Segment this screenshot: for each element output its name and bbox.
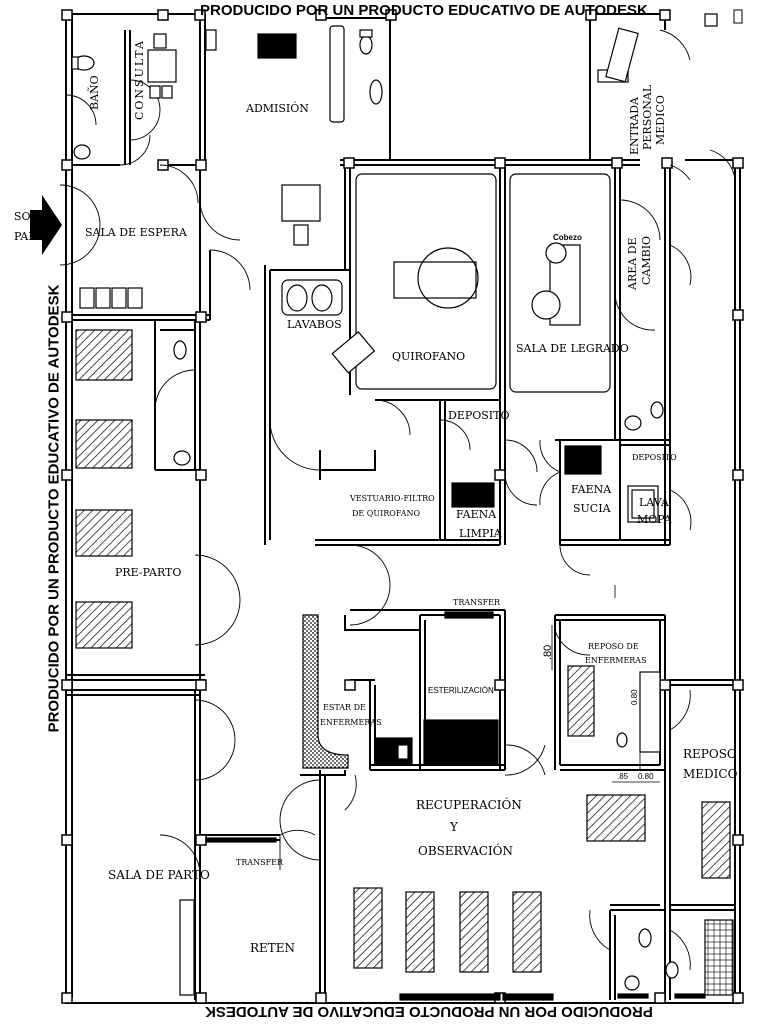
- dim-080: 0.80: [630, 689, 639, 705]
- room-consulta: CONSULTA: [133, 39, 146, 120]
- label-transfer-2: TRANSFER: [236, 858, 284, 867]
- room-lavabos: LAVABOS: [287, 318, 342, 331]
- room-sala-legrado: SALA DE LEGRADO: [516, 342, 629, 355]
- nurse-counter: [302, 614, 349, 769]
- room-vestuario-1: VESTUARIO-FILTRO: [350, 494, 435, 503]
- room-faena-sucia-1: FAENA: [571, 483, 612, 496]
- room-area-cambio-1: AREA DE: [626, 237, 639, 290]
- room-sala-espera: SALA DE ESPERA: [85, 226, 187, 239]
- walls: [65, 13, 741, 1004]
- room-reposo-enf-2: ENFERMERAS: [585, 656, 647, 665]
- room-entrada-1: ENTRADA: [628, 97, 641, 155]
- room-bano: BAÑO: [88, 75, 101, 110]
- room-quirofano: QUIROFANO: [392, 350, 466, 363]
- room-faena-sucia-2: SUCIA: [573, 502, 611, 515]
- fixtures: [71, 13, 734, 1001]
- label-cobezo: Cobezo: [553, 233, 582, 242]
- room-lava-mopa-2: MOPA: [637, 513, 672, 526]
- watermark-left: PRODUCIDO POR UN PRODUCTO EDUCATIVO DE A…: [45, 284, 63, 733]
- room-deposito-1: DEPOSITO: [448, 409, 510, 422]
- room-vestuario-2: DE QUIROFANO: [352, 509, 421, 518]
- room-deposito-2: DEPOSITO: [632, 453, 677, 462]
- corner-mark: [733, 9, 743, 24]
- room-recuperacion-1: RECUPERACIÓN: [416, 798, 522, 812]
- room-sala-parto: SALA DE PARTO: [108, 868, 210, 882]
- label-transfer-1: TRANSFER: [453, 598, 501, 607]
- dimension-lines: [551, 585, 660, 783]
- beds: [75, 329, 731, 973]
- ingreso-2: PAL: [14, 230, 36, 243]
- room-reten: RETEN: [250, 941, 296, 955]
- dim-080-2: 0.80: [638, 772, 654, 781]
- entrance-arrow-icon: [30, 195, 62, 255]
- room-pre-parto: PRE-PARTO: [115, 566, 182, 579]
- watermark-top: PRODUCIDO POR UN PRODUCTO EDUCATIVO DE A…: [200, 2, 648, 19]
- room-area-cambio-2: CAMBIO: [640, 235, 653, 285]
- doors: [59, 29, 736, 971]
- room-entrada-3: MEDICO: [654, 95, 667, 145]
- ingreso-1: SO: [14, 210, 31, 223]
- room-estar-enf-1: ESTAR DE: [323, 703, 366, 712]
- room-recuperacion-3: OBSERVACIÓN: [418, 844, 514, 858]
- room-entrada-2: PERSONAL: [641, 84, 654, 150]
- dim-80: .80: [542, 644, 554, 660]
- room-lava-mopa-1: LAVA: [639, 496, 669, 509]
- room-estar-enf-2: ENFERMERAS: [320, 718, 382, 727]
- watermark-bottom: PRODUCIDO POR UN PRODUCTO EDUCATIVO DE A…: [205, 1003, 653, 1020]
- dim-85: .85: [617, 772, 629, 781]
- room-recuperacion-2: Y: [450, 820, 458, 834]
- columns: [61, 9, 744, 1004]
- room-admision: ADMISIÓN: [246, 102, 309, 115]
- room-faena-limpia-2: LIMPIA: [459, 527, 502, 540]
- room-reposo-medico-1: REPOSO: [683, 747, 737, 761]
- room-faena-limpia-1: FAENA: [456, 508, 497, 521]
- room-reposo-medico-2: MEDICO: [683, 767, 738, 781]
- room-esterilizacion: ESTERILIZACIÓN: [428, 686, 494, 695]
- room-reposo-enf-1: REPOSO DE: [588, 642, 639, 651]
